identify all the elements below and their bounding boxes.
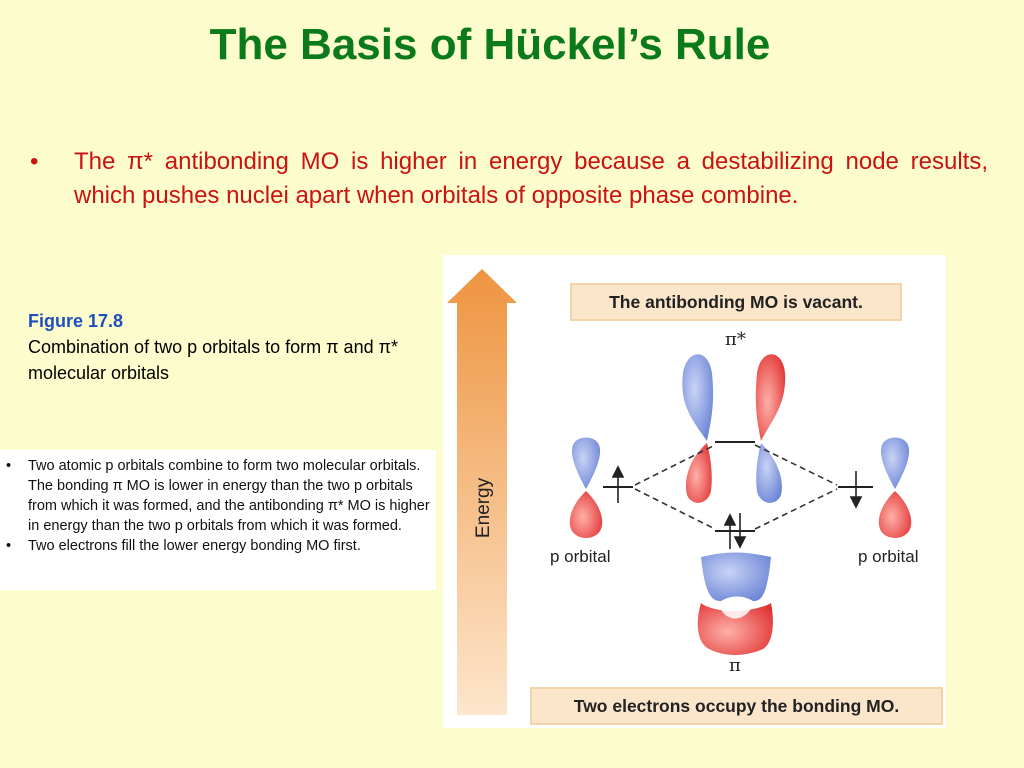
energy-axis-label: Energy (473, 477, 494, 539)
note-marker: • (6, 538, 12, 554)
note-text: Two atomic p orbitals combine to form tw… (28, 458, 430, 534)
figure-label: Figure 17.8 (28, 311, 124, 331)
main-bullet: • The π* antibonding MO is higher in ene… (30, 145, 988, 213)
mo-diagram: The antibonding MO is vacant. Two electr… (443, 255, 946, 728)
mo-diagram-graphic (447, 269, 912, 715)
energy-arrow (447, 269, 517, 715)
bullet-marker: • (30, 148, 39, 175)
note-text: Two electrons fill the lower energy bond… (28, 538, 361, 554)
pi-star-orbital (682, 354, 786, 503)
left-p-orbital (569, 437, 603, 538)
antibonding-lobe-blue-left (682, 354, 714, 441)
note-item: • Two electrons fill the lower energy bo… (6, 536, 430, 556)
electron-arrows (611, 465, 863, 549)
figure-caption-text: Combination of two p orbitals to form π … (28, 337, 399, 383)
slide-title: The Basis of Hückel’s Rule (209, 20, 771, 69)
pi-label: π (729, 655, 741, 676)
antibonding-vacant-label: The antibonding MO is vacant. (570, 283, 902, 321)
pi-bonding-orbital (697, 552, 773, 655)
correlation-lines (634, 444, 838, 530)
antibonding-lobe-red-right (755, 354, 786, 441)
notes-box: • Two atomic p orbitals combine to form … (0, 450, 436, 590)
antibonding-lobe-red-left (685, 443, 712, 503)
main-bullet-text: The π* antibonding MO is higher in energ… (74, 148, 988, 209)
left-p-orbital-label: p orbital (550, 547, 611, 566)
right-p-orbital (878, 437, 912, 538)
note-marker: • (6, 458, 12, 474)
note-item: • Two atomic p orbitals combine to form … (6, 456, 430, 536)
right-p-orbital-label: p orbital (858, 547, 919, 566)
pi-star-label: π* (725, 329, 746, 350)
figure-caption: Figure 17.8 Combination of two p orbital… (28, 308, 428, 386)
bonding-occupied-label: Two electrons occupy the bonding MO. (530, 687, 943, 725)
antibonding-lobe-blue-right (756, 443, 782, 503)
